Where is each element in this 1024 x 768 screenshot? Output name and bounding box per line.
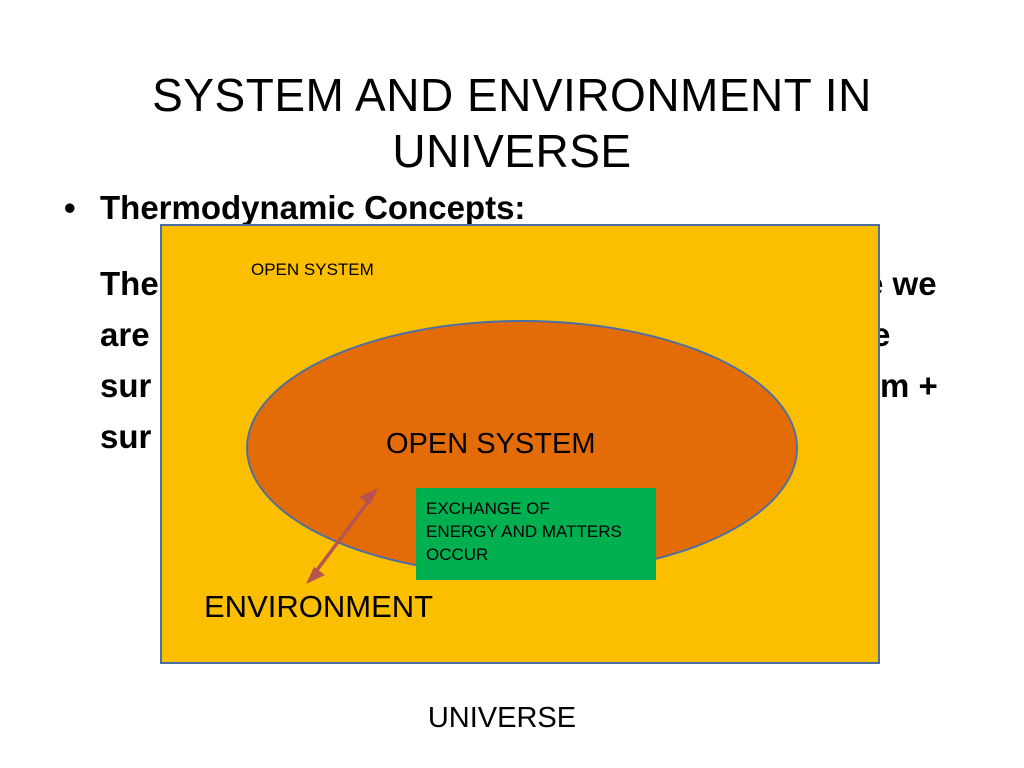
exchange-note-box: EXCHANGE OF ENERGY AND MATTERS OCCUR [416, 488, 656, 580]
bullet-marker: • [64, 189, 76, 226]
environment-label: ENVIRONMENT [204, 589, 434, 624]
bullet-heading: Thermodynamic Concepts: [100, 189, 526, 226]
body-line-3-left: sur [100, 367, 152, 404]
open-system-label: OPEN SYSTEM [386, 428, 596, 460]
bullet-item: • Thermodynamic Concepts: [60, 186, 980, 230]
exchange-line-1: EXCHANGE OF [426, 499, 550, 518]
slide-title-line-1: SYSTEM AND ENVIRONMENT IN [152, 68, 872, 121]
exchange-line-2: ENERGY AND MATTERS [426, 522, 622, 541]
exchange-line-3: OCCUR [426, 545, 489, 564]
body-line-2-left: are [100, 316, 150, 353]
body-line-4-left: sur [100, 418, 152, 455]
open-system-caption: OPEN SYSTEM [251, 260, 374, 279]
slide-title-line-2: UNIVERSE [392, 124, 632, 177]
body-line-3-right: m + [880, 367, 938, 404]
bullet-list: • Thermodynamic Concepts: [60, 186, 980, 230]
slide-title: SYSTEM AND ENVIRONMENT IN UNIVERSE [0, 67, 1024, 179]
body-line-1-left: The [100, 265, 159, 302]
universe-label: UNIVERSE [427, 702, 577, 734]
